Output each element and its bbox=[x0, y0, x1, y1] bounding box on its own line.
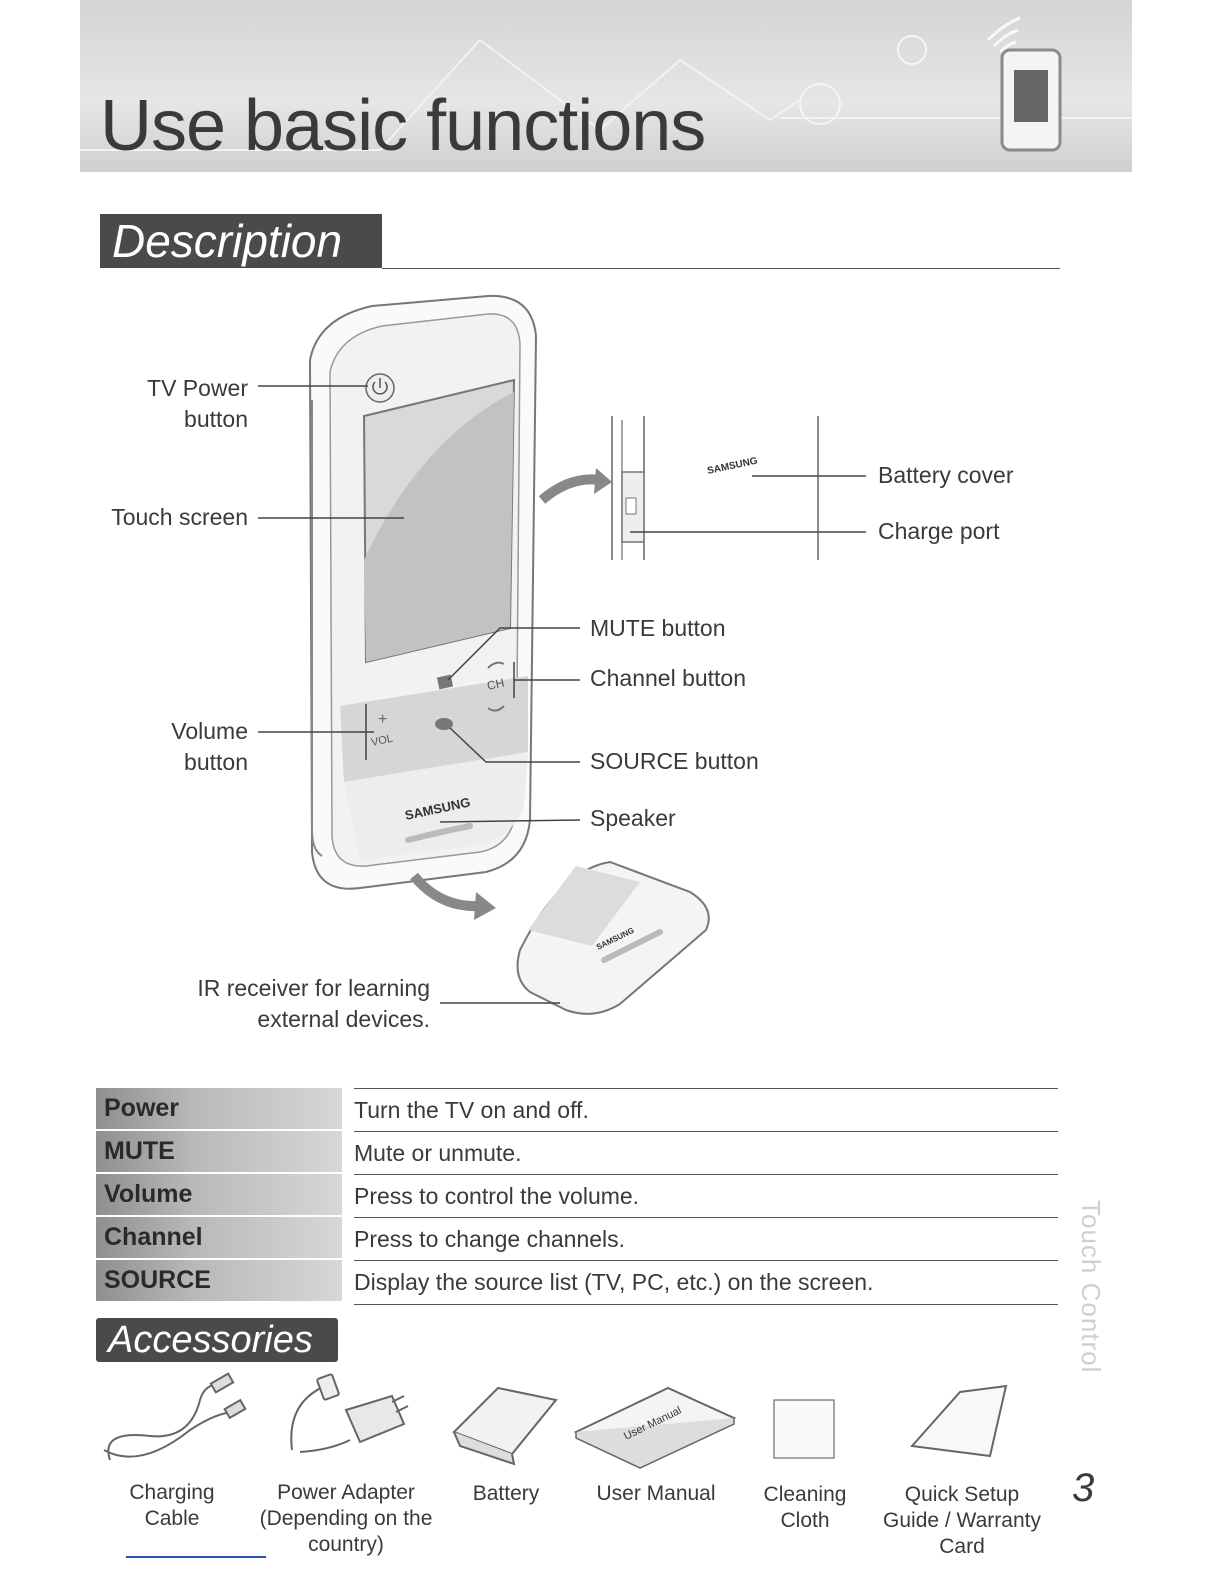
svg-text:+: + bbox=[378, 711, 387, 728]
function-name: SOURCE bbox=[96, 1260, 342, 1301]
function-name: MUTE bbox=[96, 1131, 342, 1172]
tv-power-button bbox=[365, 373, 395, 403]
function-description: Press to change channels. bbox=[354, 1217, 1058, 1260]
header-decoration bbox=[80, 16, 1132, 152]
function-table: Power Turn the TV on and off. MUTE Mute … bbox=[96, 1088, 1058, 1303]
table-row: Channel Press to change channels. bbox=[96, 1217, 1058, 1260]
brand-logo-back: SAMSUNG bbox=[706, 456, 759, 477]
user-manual-icon: User Manual bbox=[573, 1386, 737, 1469]
ch-label: CH bbox=[486, 676, 506, 693]
accessory-label: Power Adapter (Depending on the country) bbox=[259, 1481, 433, 1556]
callout-ir-receiver: IR receiver for learning external device… bbox=[197, 975, 430, 1032]
callout-mute: MUTE button bbox=[590, 615, 726, 641]
side-tab: Touch Control bbox=[1076, 1200, 1116, 1390]
table-row: Volume Press to control the volume. bbox=[96, 1174, 1058, 1217]
arrow-side-icon bbox=[538, 474, 601, 504]
manual-cover-text: User Manual bbox=[622, 1405, 683, 1443]
function-name: Power bbox=[96, 1088, 342, 1129]
touch-screen bbox=[362, 378, 516, 664]
side-tab-label: Touch Control bbox=[1076, 1200, 1106, 1374]
function-description: Press to control the volume. bbox=[354, 1174, 1058, 1217]
leader-lines bbox=[258, 385, 866, 1004]
accessory-label: User Manual bbox=[596, 1482, 716, 1505]
bottom-view: SAMSUNG bbox=[516, 860, 710, 1015]
function-name: Channel bbox=[96, 1217, 342, 1258]
callout-tv-power: TV Power button bbox=[147, 375, 248, 432]
function-description: Turn the TV on and off. bbox=[354, 1088, 1058, 1131]
callout-touch-screen: Touch screen bbox=[111, 504, 248, 530]
source-button bbox=[435, 718, 453, 730]
vol-label: VOL bbox=[370, 733, 394, 749]
remote-wifi-icon bbox=[986, 16, 1062, 152]
power-adapter-icon bbox=[290, 1373, 409, 1453]
arrow-bottom-icon bbox=[410, 872, 481, 912]
function-name: Volume bbox=[96, 1174, 342, 1215]
table-row: SOURCE Display the source list (TV, PC, … bbox=[96, 1260, 1058, 1303]
accessory-label: Cleaning Cloth bbox=[763, 1483, 847, 1532]
callout-volume: Volume button bbox=[171, 718, 248, 775]
cleaning-cloth-icon bbox=[773, 1399, 835, 1459]
remote-diagram: VOL + CH SAMSUNG SAMSUNG SAMSUNG bbox=[258, 294, 866, 1015]
header-banner: Use basic functions bbox=[80, 0, 1132, 172]
callout-source: SOURCE button bbox=[590, 748, 759, 774]
accessory-label: Charging Cable bbox=[129, 1481, 215, 1530]
description-heading: Description bbox=[100, 214, 382, 268]
callout-charge-port: Charge port bbox=[878, 518, 1000, 544]
accessory-label: Battery bbox=[472, 1482, 540, 1505]
side-view: SAMSUNG bbox=[611, 416, 819, 560]
ch-button: CH bbox=[486, 661, 506, 712]
quick-setup-guide-icon bbox=[909, 1384, 1008, 1458]
table-row: Power Turn the TV on and off. bbox=[96, 1088, 1058, 1131]
accessories-heading: Accessories bbox=[96, 1318, 338, 1362]
footer-line bbox=[126, 1556, 266, 1558]
description-rule bbox=[382, 268, 1060, 269]
battery-icon bbox=[452, 1386, 558, 1466]
callout-battery-cover: Battery cover bbox=[878, 462, 1014, 488]
speaker-grille bbox=[405, 823, 473, 843]
callout-channel: Channel button bbox=[590, 665, 747, 691]
callout-speaker: Speaker bbox=[590, 805, 676, 831]
button-panel bbox=[340, 676, 528, 860]
charging-cable-icon bbox=[103, 1372, 247, 1461]
table-row: MUTE Mute or unmute. bbox=[96, 1131, 1058, 1174]
page-number: 3 bbox=[1072, 1466, 1095, 1510]
accessory-label: Quick Setup Guide / Warranty Card bbox=[883, 1483, 1041, 1558]
page-title: Use basic functions bbox=[100, 86, 706, 166]
vol-button: VOL + bbox=[370, 711, 394, 749]
table-bottom-rule bbox=[354, 1304, 1058, 1305]
function-description: Display the source list (TV, PC, etc.) o… bbox=[354, 1260, 1058, 1303]
function-description: Mute or unmute. bbox=[354, 1131, 1058, 1174]
